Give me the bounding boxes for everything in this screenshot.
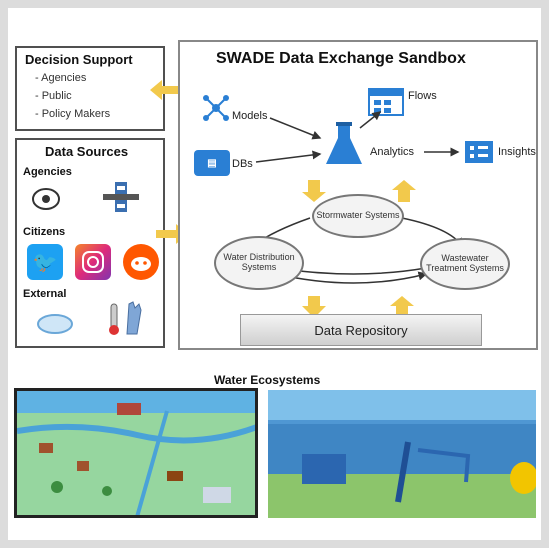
urban-water-map-image (14, 388, 258, 518)
flows-label: Flows (408, 90, 437, 102)
data-repository-label: Data Repository (314, 322, 408, 338)
decision-support-arrow-icon (150, 80, 184, 100)
decision-support-box: Decision Support - Agencies - Public - P… (15, 46, 165, 131)
data-sources-box: Data Sources Agencies Citizens 🐦 Externa… (15, 138, 165, 348)
decision-support-item-policy: - Policy Makers (35, 108, 111, 120)
stormwater-node: Stormwater Systems (312, 194, 404, 238)
instagram-icon (75, 244, 111, 280)
water-ecosystems-title: Water Ecosystems (214, 373, 321, 387)
eye-icon (31, 186, 61, 212)
flows-icon (368, 88, 404, 116)
gauge-icon (101, 180, 141, 216)
decision-support-title: Decision Support (25, 52, 133, 67)
citizens-label: Citizens (23, 226, 66, 238)
insights-icon (464, 140, 494, 164)
dbs-label: DBs (232, 158, 253, 170)
flask-icon (324, 122, 364, 168)
data-repository-box: Data Repository (240, 314, 482, 346)
external-label: External (23, 288, 67, 300)
data-sources-title: Data Sources (45, 144, 129, 159)
water-infrastructure-image (268, 390, 536, 518)
models-icon (202, 94, 230, 122)
sandbox-box: SWADE Data Exchange Sandbox Models ▤ DBs… (178, 40, 538, 350)
agencies-label: Agencies (23, 166, 72, 178)
models-label: Models (232, 110, 268, 122)
database-icon: ▤ (194, 150, 230, 176)
flow-arrows (248, 111, 463, 318)
twitter-icon: 🐦 (27, 244, 63, 280)
reddit-icon (123, 244, 159, 280)
cloud-icon (35, 308, 75, 336)
analytics-label: Analytics (370, 146, 415, 158)
sandbox-title: SWADE Data Exchange Sandbox (216, 50, 466, 67)
insights-label: Insights (498, 146, 536, 158)
wastewater-node: Wastewater Treatment Systems (420, 238, 510, 290)
decision-support-item-public: - Public (35, 90, 72, 102)
figure-panel: Decision Support - Agencies - Public - P… (8, 8, 541, 540)
thermometer-icon (103, 298, 147, 338)
decision-support-item-agencies: - Agencies (35, 72, 87, 84)
water-distribution-node: Water Distribution Systems (214, 236, 304, 290)
